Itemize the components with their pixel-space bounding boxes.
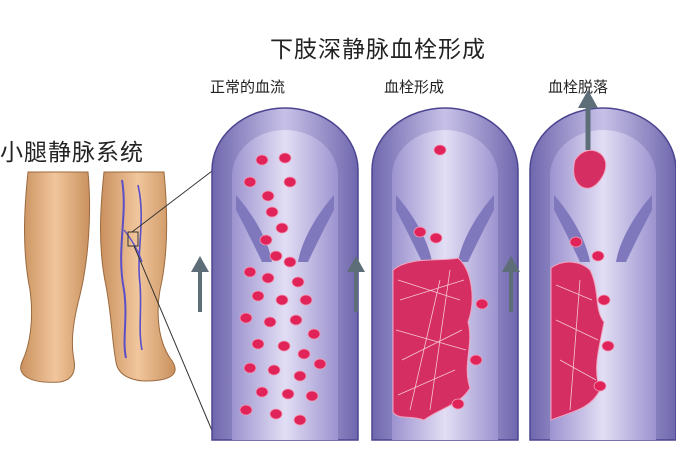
- blood-cell: [259, 234, 273, 246]
- flow-arrow-1: [191, 256, 209, 312]
- zoom-line-top: [131, 167, 217, 233]
- magnify-box: [127, 231, 139, 247]
- thrombus-remaining: [550, 261, 605, 421]
- leg-veins-label: 小腿静脉系统: [0, 140, 144, 166]
- blood-cell: [269, 250, 283, 262]
- blood-cell: [255, 386, 269, 398]
- blood-cell: [307, 328, 321, 340]
- blood-cell: [591, 250, 605, 262]
- blood-cell: [275, 222, 289, 234]
- zoom-line-bottom: [133, 245, 217, 441]
- blood-cell: [413, 226, 427, 238]
- blood-cell: [313, 358, 327, 370]
- blood-cell: [569, 236, 583, 248]
- blood-cell: [297, 348, 311, 360]
- blood-cell: [293, 414, 307, 426]
- blood-cell: [277, 340, 291, 352]
- blood-cell: [601, 340, 615, 352]
- blood-cell: [475, 298, 489, 310]
- flow-arrow-2: [347, 256, 365, 312]
- blood-cell: [283, 256, 297, 268]
- blood-cell: [239, 312, 253, 324]
- blood-cell: [429, 232, 443, 244]
- valve-right: [458, 195, 494, 262]
- calf-vein-branch-2: [123, 229, 143, 263]
- blood-cell: [433, 144, 447, 156]
- valve-right: [616, 195, 652, 262]
- left-leg: [20, 171, 91, 383]
- blood-cell: [597, 294, 611, 306]
- blood-cell: [469, 354, 483, 366]
- embolus-arrow-head: [578, 90, 598, 108]
- blood-cell: [291, 276, 305, 288]
- blood-cells-thrombus-detachment: [569, 236, 615, 392]
- blood-cell: [269, 408, 283, 420]
- blood-cell: [251, 338, 265, 350]
- blood-cell: [283, 176, 297, 188]
- blood-cell: [281, 388, 295, 400]
- blood-cell: [243, 176, 257, 188]
- blood-cell: [278, 152, 292, 164]
- blood-cell: [261, 272, 275, 284]
- blood-cell: [243, 266, 257, 278]
- vein-thrombus-detachment: [529, 90, 676, 441]
- blood-cell: [265, 206, 279, 218]
- panel-label-thrombus-formation: 血栓形成: [384, 78, 445, 96]
- blood-cell: [293, 370, 307, 382]
- blood-cell: [243, 362, 257, 374]
- diagram-title: 下肢深静脉血栓形成: [270, 37, 486, 63]
- blood-cells-thrombus-formation: [413, 144, 489, 410]
- valve-left: [396, 195, 432, 262]
- thrombus-mass: [392, 257, 473, 421]
- vein-normal-flow: [211, 107, 359, 441]
- calf-vein: [120, 179, 127, 359]
- blood-cell: [299, 294, 313, 306]
- blood-cell: [261, 190, 275, 202]
- flow-arrow-3: [502, 256, 520, 312]
- valve-left: [236, 195, 272, 262]
- blood-cell: [289, 314, 303, 326]
- blood-cell: [305, 390, 319, 402]
- valve-right: [298, 195, 334, 262]
- calf-vein-branch: [137, 184, 143, 351]
- blood-cell: [275, 294, 289, 306]
- blood-cell: [593, 380, 607, 392]
- blood-cell: [263, 316, 277, 328]
- legs-illustration: [20, 171, 176, 383]
- blood-cell: [255, 154, 269, 166]
- blood-cell: [239, 404, 253, 416]
- blood-cells-normal-flow: [239, 152, 327, 426]
- blood-cell: [251, 290, 265, 302]
- right-leg: [100, 171, 176, 382]
- detached-embolus: [573, 149, 607, 189]
- blood-cell: [451, 398, 465, 410]
- vein-thrombus-formation: [371, 107, 519, 441]
- blood-cell: [267, 364, 281, 376]
- panel-label-thrombus-detachment: 血栓脱落: [548, 78, 609, 96]
- panel-label-normal-flow: 正常的血流: [210, 78, 286, 96]
